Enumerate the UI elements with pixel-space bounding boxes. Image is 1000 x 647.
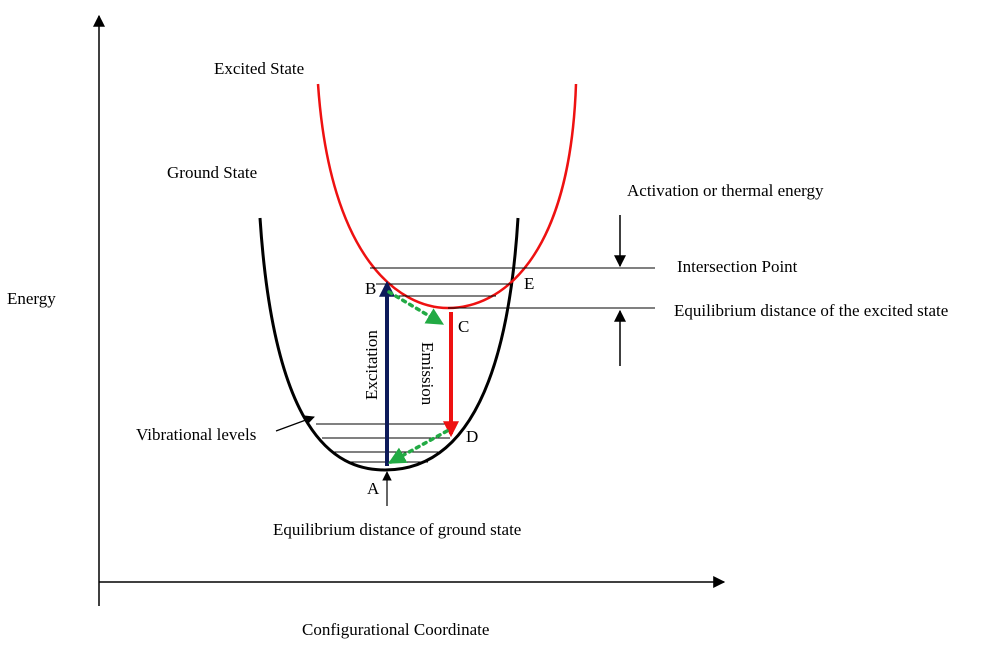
equilibrium-ground-label: Equilibrium distance of ground state <box>273 520 521 539</box>
excited-state-label: Excited State <box>214 59 304 78</box>
point-d-label: D <box>466 427 478 446</box>
ground-state-label: Ground State <box>167 163 257 182</box>
activation-energy-label: Activation or thermal energy <box>627 181 824 200</box>
equilibrium-excited-label: Equilibrium distance of the excited stat… <box>674 301 948 320</box>
point-a-label: A <box>367 479 380 498</box>
vibrational-levels-label: Vibrational levels <box>136 425 256 444</box>
excited-relaxation-arrow <box>387 290 445 325</box>
point-e-label: E <box>524 274 534 293</box>
ground-relaxation-arrow <box>387 429 449 464</box>
intersection-point-label: Intersection Point <box>677 257 798 276</box>
ground-state-curve <box>258 217 520 472</box>
excitation-label: Excitation <box>362 330 381 400</box>
emission-label: Emission <box>418 342 437 406</box>
excited-vibrational-levels <box>376 283 512 297</box>
excited-state-curve <box>316 83 578 310</box>
point-c-label: C <box>458 317 469 336</box>
energy-axis-label: Energy <box>7 289 56 308</box>
point-b-label: B <box>365 279 376 298</box>
configurational-axis-label: Configurational Coordinate <box>302 620 489 639</box>
vibrational-levels-pointer <box>275 415 315 432</box>
